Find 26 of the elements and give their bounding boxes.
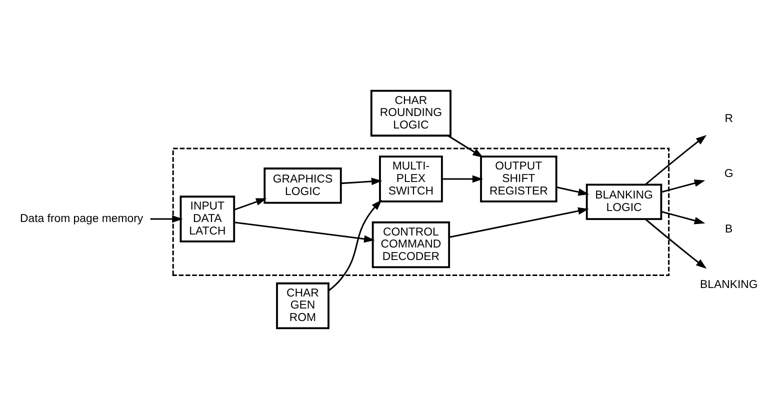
node-text: BLANKING: [700, 278, 758, 291]
arrow: [234, 198, 267, 211]
node-box: CONTROL COMMAND DECODER: [372, 221, 450, 268]
node-box: OUTPUT SHIFT REGISTER: [480, 156, 558, 202]
arrow: [328, 200, 382, 292]
arrow: [556, 186, 590, 196]
node-text: B: [725, 223, 733, 236]
arrow: [341, 178, 382, 186]
arrow: [661, 180, 706, 193]
arrow: [234, 222, 375, 243]
node-box: CHAR ROUNDING LOGIC: [370, 90, 452, 137]
arrow: [442, 175, 484, 183]
node-text: G: [724, 168, 734, 180]
arrow: [645, 134, 707, 186]
node-box: INPUT DATA LATCH: [180, 196, 236, 242]
node-box: GRAPHICS LOGIC: [264, 168, 342, 204]
arrow: [645, 218, 707, 269]
arrow: [449, 207, 589, 238]
arrow: [661, 210, 706, 224]
node-box: CHAR GEN ROM: [276, 282, 330, 330]
arrow: [448, 135, 484, 158]
arrow: [150, 215, 183, 223]
node-box: BLANKING LOGIC: [586, 184, 662, 220]
node-box: MULTI- PLEX SWITCH: [379, 156, 443, 202]
node-text: Data from page memory: [20, 212, 144, 225]
node-text: R: [724, 112, 734, 125]
